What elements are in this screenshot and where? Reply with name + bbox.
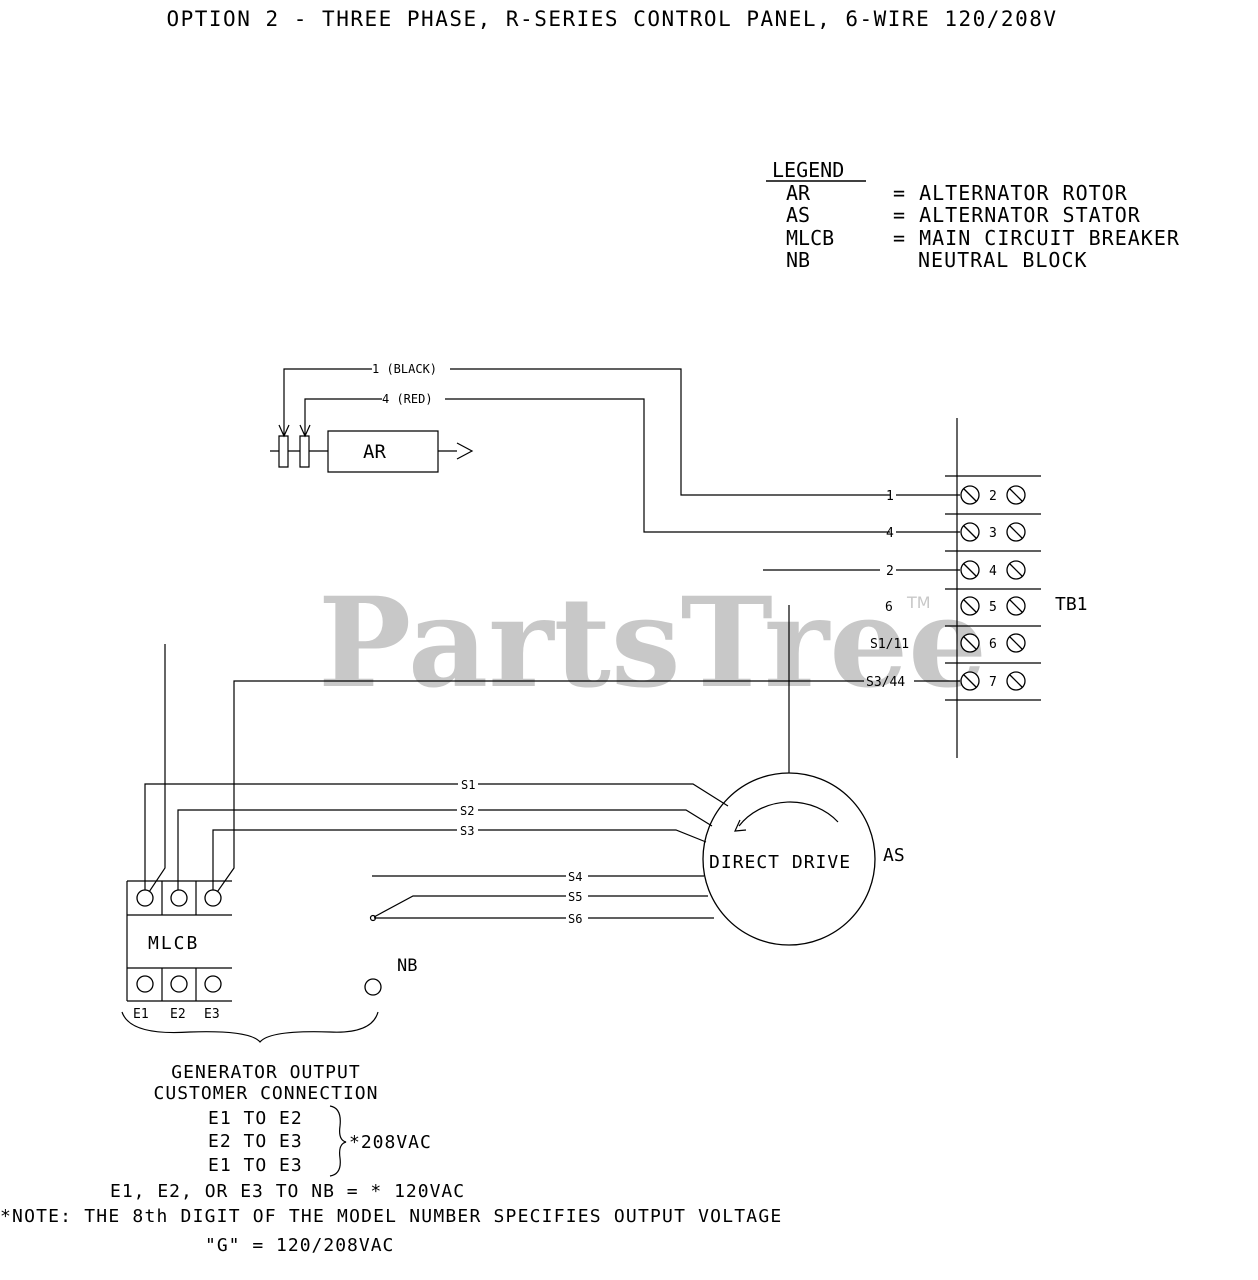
legend-desc-as: = ALTERNATOR STATOR xyxy=(893,203,1141,227)
lead-label: S3 xyxy=(460,824,474,838)
brush-1 xyxy=(279,436,288,467)
terminal-icon xyxy=(137,890,153,906)
rotor-label: AR xyxy=(363,441,386,463)
watermark-tm: TM xyxy=(906,593,931,612)
voltage-code: "G" = 120/208VAC xyxy=(205,1235,394,1256)
terminal-icon xyxy=(171,976,187,992)
terminal-icon xyxy=(205,890,221,906)
wire-s3-44 xyxy=(213,681,864,898)
lead-label: S5 xyxy=(568,890,582,904)
terminal-icon xyxy=(205,976,221,992)
voltage-208: *208VAC xyxy=(349,1132,432,1153)
tb1-terminal-number: 3 xyxy=(989,526,997,541)
wire-1-black-label: 1 (BLACK) xyxy=(372,362,437,376)
model-note: *NOTE: THE 8th DIGIT OF THE MODEL NUMBER… xyxy=(0,1206,782,1227)
tb1-wire-label: 4 xyxy=(886,526,894,541)
terminal-label-e3: E3 xyxy=(204,1007,220,1022)
wire-1-black xyxy=(284,369,372,436)
pair-e2-e3: E2 TO E3 xyxy=(208,1131,303,1152)
wire-4-red-label: 4 (RED) xyxy=(382,392,433,406)
nb-label: NB xyxy=(397,956,417,976)
terminal-icon xyxy=(137,976,153,992)
tb1-label: TB1 xyxy=(1055,594,1088,615)
wire-4-red xyxy=(305,399,382,436)
tb1-wire-label: S3/44 xyxy=(866,675,905,690)
lead-label: S2 xyxy=(460,804,474,818)
stator-label: AS xyxy=(883,845,905,866)
legend-desc-mlcb: = MAIN CIRCUIT BREAKER xyxy=(893,226,1180,250)
pair-brace xyxy=(330,1106,346,1176)
lead-s3 xyxy=(213,830,457,898)
legend-abbr-as: AS xyxy=(786,203,810,227)
alternator-rotor: AR 1 (BLACK) 4 (RED) xyxy=(270,362,890,532)
pair-e1-e2: E1 TO E2 xyxy=(208,1108,303,1129)
output-heading-2: CUSTOMER CONNECTION xyxy=(154,1083,379,1104)
tb1-row: 1 2 xyxy=(886,486,1025,504)
tb1-terminal-number: 7 xyxy=(989,675,997,690)
legend-abbr-ar: AR xyxy=(786,181,811,205)
output-brace xyxy=(122,1012,378,1042)
pair-e1-e3: E1 TO E3 xyxy=(208,1155,303,1176)
legend-heading: LEGEND xyxy=(772,158,844,182)
terminal-label-e1: E1 xyxy=(133,1007,149,1022)
lead-label: S1 xyxy=(461,778,475,792)
legend-abbr-nb: NB xyxy=(786,248,810,272)
main-circuit-breaker: MLCB E1 E2 E3 xyxy=(127,881,232,1022)
tb1-row: S3/44 7 xyxy=(866,672,1025,690)
terminal-icon xyxy=(171,890,187,906)
lead-label: S4 xyxy=(568,870,582,884)
neutral-terminal-icon xyxy=(365,979,381,995)
voltage-120: E1, E2, OR E3 TO NB = * 120VAC xyxy=(110,1181,465,1202)
tb1-terminal-number: 5 xyxy=(989,600,997,615)
stator-circle xyxy=(703,773,875,945)
output-notes: GENERATOR OUTPUT CUSTOMER CONNECTION E1 … xyxy=(0,1062,782,1256)
tb1-terminal-number: 2 xyxy=(989,489,997,504)
stator-inner-label: DIRECT DRIVE xyxy=(709,852,851,873)
watermark: PartsTree TM xyxy=(318,571,987,716)
lead-s5 xyxy=(374,896,566,917)
tb1-row: 6 5 xyxy=(885,597,1025,615)
mlcb-label: MLCB xyxy=(148,933,199,954)
terminal-label-e2: E2 xyxy=(170,1007,186,1022)
alternator-stator: DIRECT DRIVE AS xyxy=(703,773,905,945)
legend-desc-ar: = ALTERNATOR ROTOR xyxy=(893,181,1128,205)
brush-2 xyxy=(300,436,309,467)
tb1-terminal-number: 6 xyxy=(989,637,997,652)
tb1-row: 2 4 xyxy=(763,561,1025,579)
tb1-wire-label: S1/11 xyxy=(870,637,909,652)
terminal-block-tb1: TB1 1 2 4 3 2 4 xyxy=(763,418,1088,758)
tb1-row: 4 3 xyxy=(886,523,1025,541)
wire-to-mlcb xyxy=(145,644,165,898)
rotation-arrow-icon xyxy=(739,802,838,826)
tb1-terminal-number: 4 xyxy=(989,564,997,579)
diagram-title: OPTION 2 - THREE PHASE, R-SERIES CONTROL… xyxy=(166,7,1057,31)
tb1-wire-label: 6 xyxy=(885,600,893,615)
legend-desc-nb: NEUTRAL BLOCK xyxy=(918,248,1088,272)
lead-s1 xyxy=(145,784,458,898)
watermark-text: PartsTree xyxy=(318,571,987,716)
stator-leads: S1 S2 S3 S4 S5 S6 xyxy=(145,778,728,926)
tb1-row: S1/11 6 xyxy=(870,634,1025,652)
neutral-block: NB xyxy=(365,956,417,995)
legend: LEGEND AR = ALTERNATOR ROTOR AS = ALTERN… xyxy=(766,158,1180,272)
tb1-wire-label: 1 xyxy=(886,489,894,504)
tb1-wire-label: 2 xyxy=(886,564,894,579)
lead-s2 xyxy=(178,810,457,898)
output-heading-1: GENERATOR OUTPUT xyxy=(171,1062,360,1083)
lead-label: S6 xyxy=(568,912,582,926)
legend-abbr-mlcb: MLCB xyxy=(786,226,834,250)
